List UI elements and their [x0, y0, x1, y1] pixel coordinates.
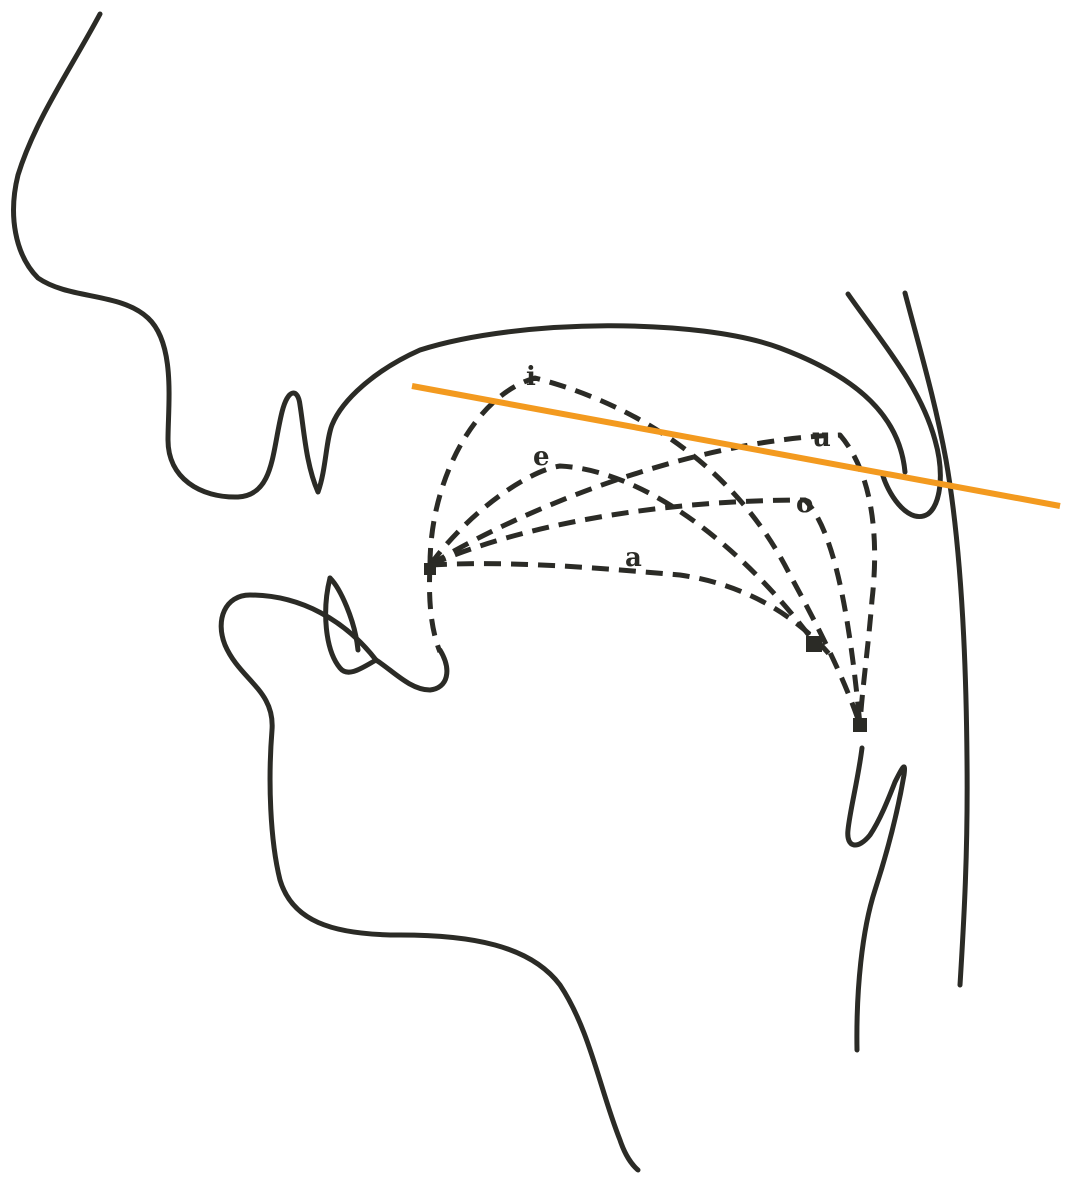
vowel-label-o: o — [796, 489, 813, 519]
mid-back-marker — [806, 636, 822, 652]
tongue-contour-o — [430, 500, 860, 725]
back-convergence-marker — [853, 718, 867, 732]
chin-neck-profile — [221, 595, 638, 1170]
tongue-contour-u-high-back — [430, 435, 875, 725]
pharyngeal-wall — [905, 293, 967, 985]
vowel-label-i: i — [526, 362, 536, 392]
front-convergence-marker — [424, 563, 436, 575]
epiglottis — [848, 748, 905, 1050]
tongue-contour-a-low — [430, 564, 830, 655]
vowel-label-u: u — [812, 423, 831, 453]
tongue-tip-lower — [429, 565, 440, 652]
vowel-label-e: e — [533, 442, 550, 472]
face-profile-upper — [14, 14, 905, 497]
vowel-label-a: a — [625, 543, 642, 573]
